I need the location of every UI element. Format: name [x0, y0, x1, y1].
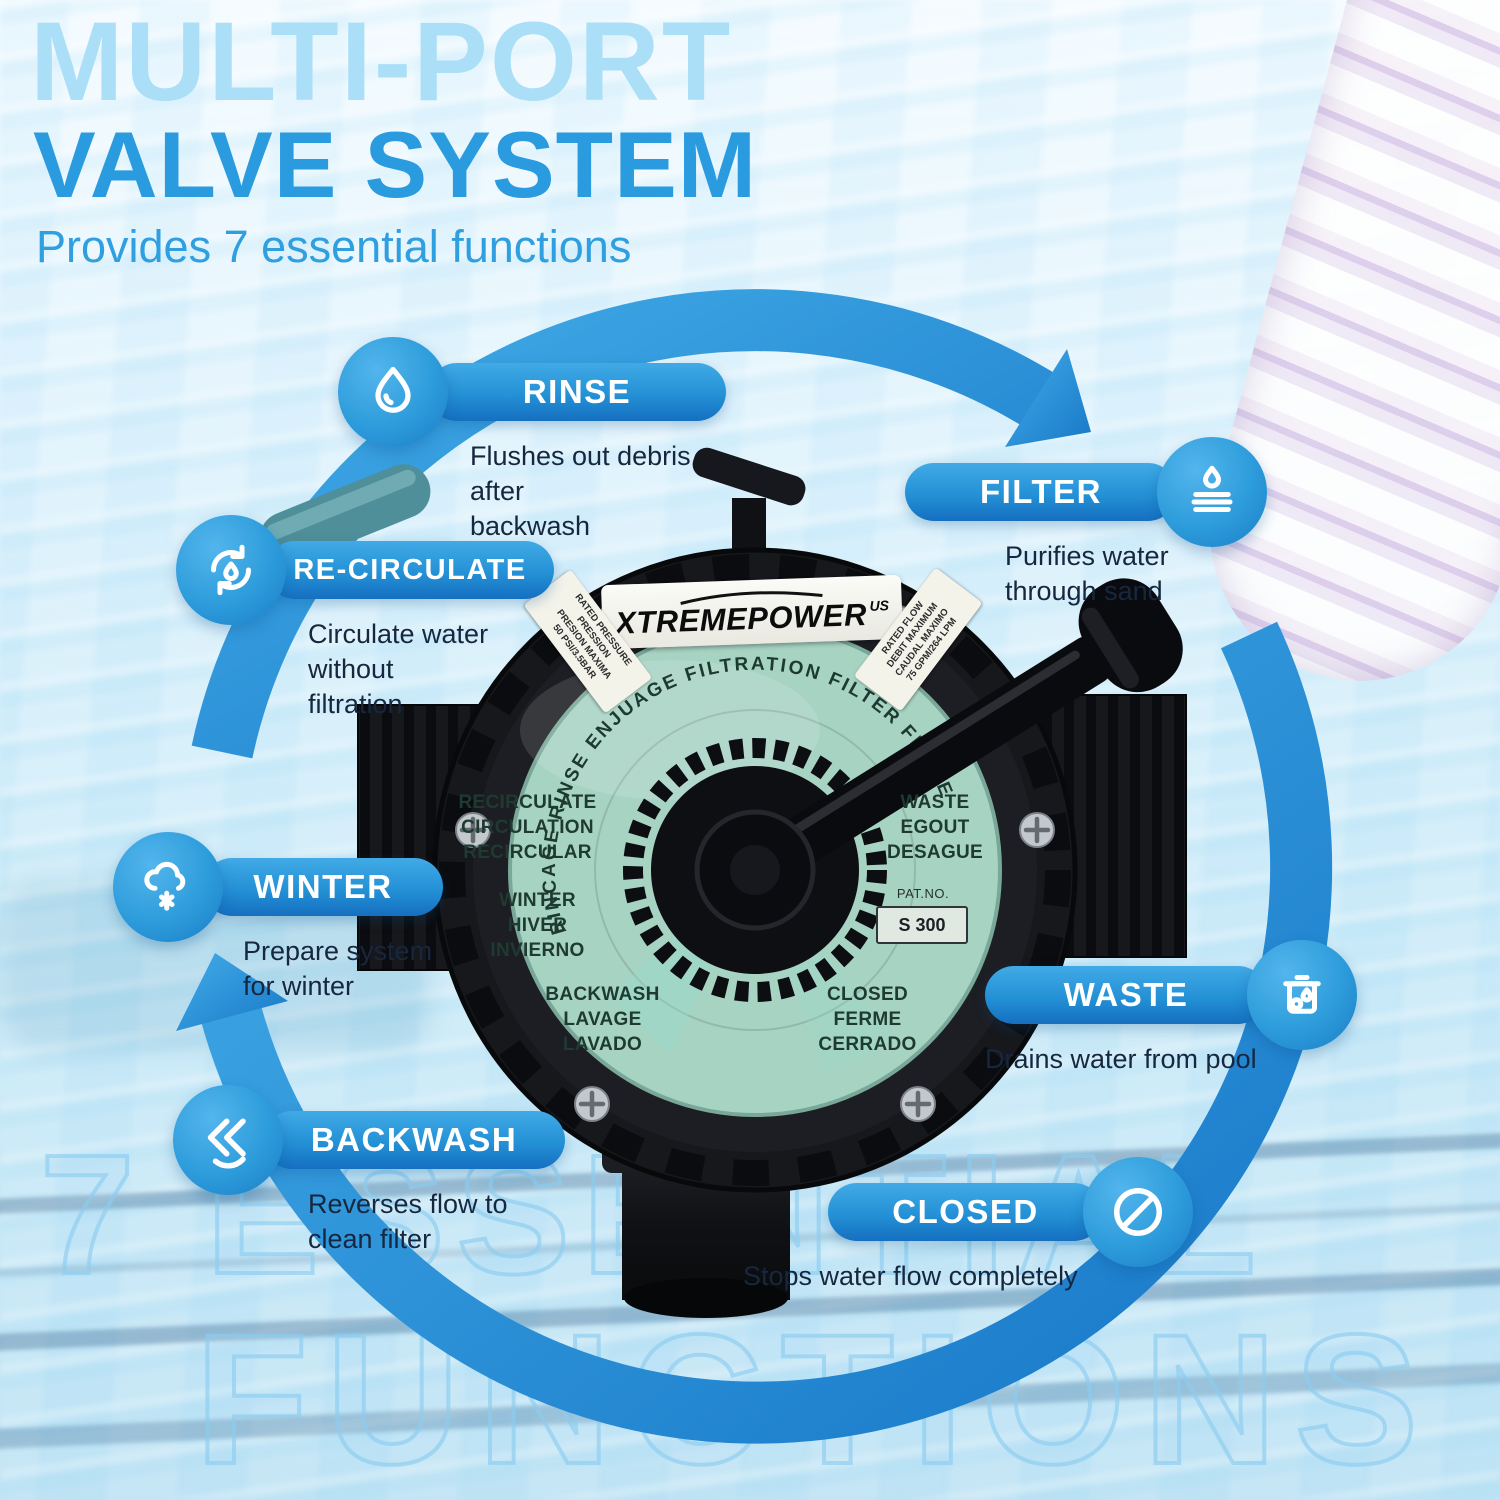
- callout-backwash: BACKWASH Reverses flow to clean filter: [173, 1085, 565, 1257]
- winter-description: Prepare system for winter: [243, 936, 433, 1002]
- patent-label: PAT.NO.: [896, 886, 950, 901]
- backwash-description: Reverses flow to clean filter: [308, 1189, 508, 1255]
- recirculate-description: Circulate water without filtration: [308, 619, 489, 720]
- page-subtitle: Provides 7 essential functions: [36, 221, 632, 272]
- recirculate-pill: RE-CIRCULATE: [266, 541, 554, 599]
- waste-description: Drains water from pool: [985, 1044, 1257, 1074]
- filter-description: Purifies water through sand: [1005, 541, 1169, 607]
- valve-handle: [742, 578, 1183, 888]
- closed-pill: CLOSED: [828, 1183, 1103, 1241]
- callout-filter: FILTER Purifies water through sand: [905, 437, 1267, 609]
- callout-waste: WASTE Drains water from pool: [985, 940, 1357, 1077]
- callout-recirculate: RE-CIRCULATE Circulate water without fil…: [176, 515, 554, 722]
- dial-label-closed: CLOSED FERME CERRADO: [818, 984, 917, 1056]
- screw-icon: [901, 1087, 935, 1121]
- screw-icon: [1020, 813, 1054, 847]
- waste-label: WASTE: [1063, 976, 1189, 1013]
- brand-name: XTREMEPOWER: [614, 596, 868, 641]
- trash-bin-icon: [1247, 940, 1357, 1050]
- brand-suffix: US: [869, 596, 890, 614]
- filter-layers-icon: [1157, 437, 1267, 547]
- dial-label-winter: WINTER HIVER INVIERNO: [490, 890, 585, 962]
- winter-pill: WINTER: [203, 858, 443, 916]
- backwash-label: BACKWASH: [310, 1121, 518, 1158]
- rinse-label: RINSE: [522, 373, 632, 410]
- rinse-pill: RINSE: [428, 363, 726, 421]
- callout-closed: CLOSED Stops water flow completely: [743, 1157, 1193, 1294]
- recirculate-arrows-icon: [176, 515, 286, 625]
- waste-pill: WASTE: [985, 966, 1267, 1024]
- brand-sticker: XTREMEPOWER US: [600, 574, 904, 650]
- winter-label: WINTER: [253, 868, 393, 905]
- filter-pill: FILTER: [905, 463, 1177, 521]
- closed-label: CLOSED: [892, 1193, 1039, 1230]
- page-title-line1: MULTI-PORT: [30, 0, 733, 124]
- air-relief-knob: [692, 447, 806, 506]
- page-title-line2: VALVE SYSTEM: [33, 112, 758, 217]
- multiport-valve-photo: RINCAGE RINSE ENJUAGE FILTRATION FILTER …: [259, 447, 1187, 1318]
- water-drop-icon: [338, 337, 448, 447]
- rinse-description: Flushes out debris after backwash: [470, 441, 691, 542]
- recirculate-label: RE-CIRCULATE: [293, 553, 527, 586]
- closed-description: Stops water flow completely: [743, 1261, 1078, 1291]
- callout-rinse: RINSE Flushes out debris after backwash: [338, 337, 726, 544]
- backwash-pill: BACKWASH: [263, 1111, 565, 1169]
- callout-winter: WINTER Prepare system for winter: [113, 832, 443, 1004]
- no-entry-icon: [1083, 1157, 1193, 1267]
- dial-label-recirculate: RECIRCULATE CIRCULATION RECIRCULAR: [458, 792, 597, 864]
- dial-label-waste: WASTE EGOUT DESAGUE: [886, 792, 984, 864]
- handle-hub: [730, 845, 780, 895]
- screw-icon: [575, 1087, 609, 1121]
- model-number-box: S 300: [876, 906, 968, 944]
- snow-cloud-icon: [113, 832, 223, 942]
- filter-label: FILTER: [979, 473, 1103, 510]
- reverse-arrows-icon: [173, 1085, 283, 1195]
- brand-swoosh: [680, 590, 823, 605]
- dial-label-backwash: BACKWASH LAVAGE LAVADO: [545, 984, 660, 1056]
- valve-side-lever: [259, 464, 431, 566]
